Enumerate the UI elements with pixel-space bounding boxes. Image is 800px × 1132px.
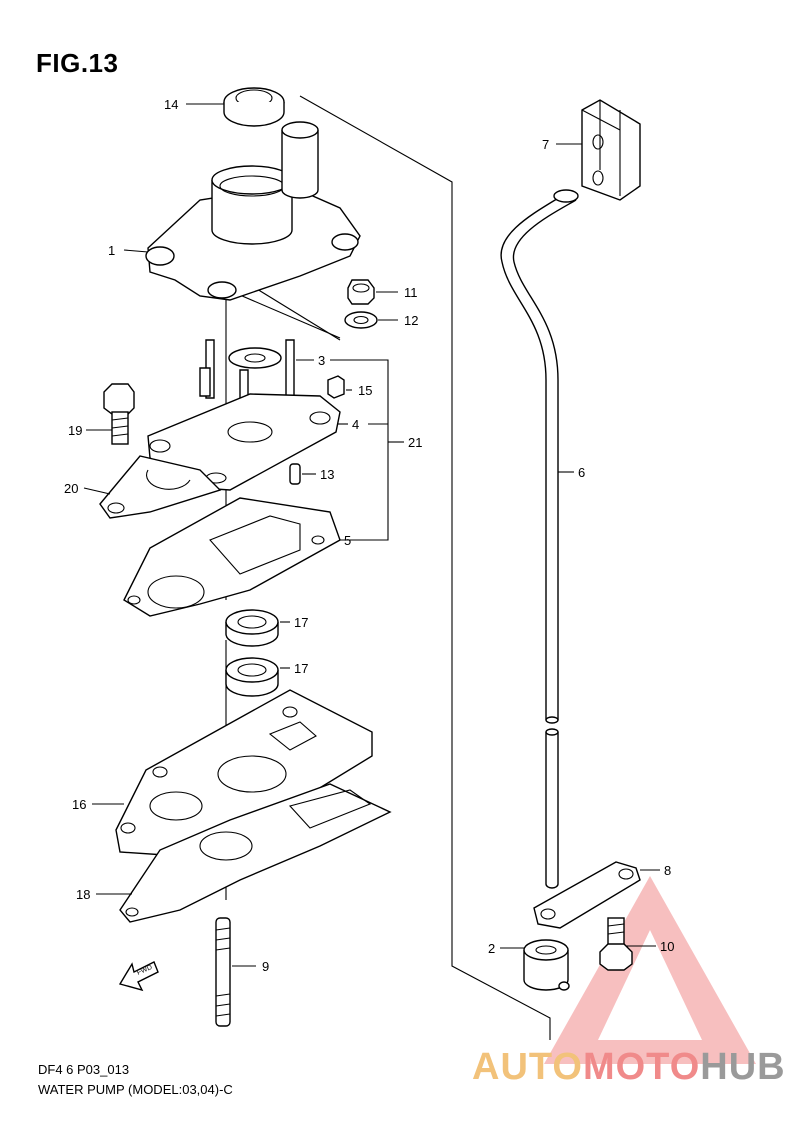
part-1-pump-case: [145, 121, 361, 301]
callout-5: 5: [344, 533, 351, 548]
callout-18: 18: [76, 887, 90, 902]
part-9-stud-bolt: [215, 917, 231, 1027]
part-15-key: [327, 375, 345, 399]
part-7-grommet: [581, 99, 641, 201]
part-8-clamp-plate: [533, 861, 641, 929]
part-20-bracket-plate: [99, 455, 222, 519]
watermark-triangle: [544, 876, 756, 1064]
watermark-part-auto: AUTO: [472, 1046, 583, 1088]
callout-21: 21: [408, 435, 422, 450]
part-4-plate: [147, 393, 341, 491]
callout-6: 6: [578, 465, 585, 480]
callout-labels: 14 1 11 12 3 15 4 21 13 19 20 5 17 17 16…: [64, 97, 674, 974]
part-12-washer: [344, 311, 378, 329]
part-17-seal-lower: [225, 657, 279, 697]
leader-lines: [83, 103, 660, 967]
callout-3: 3: [318, 353, 325, 368]
callout-4: 4: [352, 417, 359, 432]
figure-title: FIG.13: [36, 48, 119, 78]
callout-12: 12: [404, 313, 418, 328]
part-6-water-tube: [500, 189, 579, 889]
callout-9: 9: [262, 959, 269, 974]
part-17-seal-upper: [225, 609, 279, 647]
diagram-caption: WATER PUMP (MODEL:03,04)-C: [38, 1082, 233, 1097]
callout-13: 13: [320, 467, 334, 482]
callout-20: 20: [64, 481, 78, 496]
part-5-gasket: [123, 497, 341, 617]
callout-2: 2: [488, 941, 495, 956]
callout-17-lower: 17: [294, 661, 308, 676]
part-11-nut: [347, 279, 375, 305]
part-18-gasket: [119, 783, 392, 923]
watermark-part-hub: HUB: [700, 1046, 786, 1088]
part-19-bolt: [103, 383, 135, 445]
callout-1: 1: [108, 243, 115, 258]
callout-7: 7: [542, 137, 549, 152]
part-14-oil-seal: [223, 87, 285, 127]
part-2-sleeve: [523, 939, 570, 991]
callout-16: 16: [72, 797, 86, 812]
callout-8: 8: [664, 863, 671, 878]
callout-15: 15: [358, 383, 372, 398]
fwd-arrow-icon: FWD: [118, 961, 159, 992]
callout-17-upper: 17: [294, 615, 308, 630]
watermark-logo: AUTOMOTOHUB: [472, 1046, 786, 1089]
watermark-part-moto: MOTO: [582, 1046, 701, 1088]
callout-11: 11: [404, 285, 418, 300]
diagram-code: DF4 6 P03_013: [38, 1062, 130, 1077]
part-13-dowel-pin: [289, 463, 301, 485]
callout-10: 10: [660, 939, 674, 954]
part-10-bolt: [599, 917, 633, 971]
callout-14: 14: [164, 97, 178, 112]
callout-19: 19: [68, 423, 82, 438]
